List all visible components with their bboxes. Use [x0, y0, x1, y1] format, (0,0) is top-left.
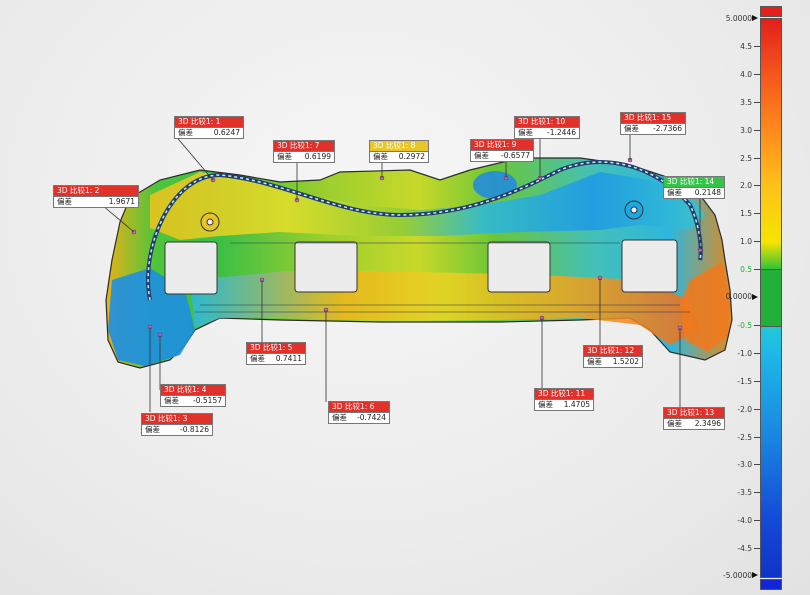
scale-tick-mark: [754, 352, 760, 354]
callout-6-deviation: 偏差-0.7424: [328, 412, 390, 424]
scale-tick-mark: [754, 101, 760, 103]
scale-zero-arrow-icon[interactable]: [752, 294, 758, 300]
scale-tick-mark: [754, 436, 760, 438]
scale-zero-label: 0.0000: [725, 292, 752, 301]
scale-tick-mark: [754, 548, 760, 550]
scale-tick-label: -2.5: [737, 432, 752, 442]
scale-bottom-label: -5.0000: [723, 571, 752, 580]
scale-tick-mark: [754, 269, 760, 271]
callout-15[interactable]: 3D 比较1: 15 偏差-2.7366: [620, 112, 686, 135]
scale-tick-label: -3.0: [737, 460, 752, 470]
callout-3[interactable]: 3D 比较1: 3 偏差-0.8126: [141, 413, 213, 436]
scale-tick-label: -4.0: [737, 516, 752, 526]
scale-tick-mark: [754, 520, 760, 522]
scale-bottom-arrow-icon[interactable]: [752, 572, 758, 578]
callout-11-title: 3D 比较1: 11: [534, 388, 594, 399]
scale-tick-mark: [754, 324, 760, 326]
callout-8-title: 3D 比较1: 8: [369, 140, 429, 151]
scale-top-label: 5.0000: [725, 14, 752, 23]
callout-2-title: 3D 比较1: 2: [53, 185, 139, 196]
scale-tick-mark: [754, 185, 760, 187]
scale-tick-label: -1.0: [737, 348, 752, 358]
scale-tick-label: 0.5: [740, 265, 752, 275]
callout-9-deviation: 偏差-0.6577: [470, 150, 534, 162]
callout-4[interactable]: 3D 比较1: 4 偏差-0.5157: [160, 384, 226, 407]
scale-min-cap[interactable]: [760, 579, 782, 590]
scale-tick-label: -2.0: [737, 404, 752, 414]
callout-4-title: 3D 比较1: 4: [160, 384, 226, 395]
scale-tick-mark: [754, 464, 760, 466]
scale-tick-label: -3.5: [737, 488, 752, 498]
scale-tick-mark: [754, 492, 760, 494]
scale-tick-label: 2.0: [740, 181, 752, 191]
callout-10-deviation: 偏差-1.2446: [514, 127, 580, 139]
scale-tick-mark: [754, 157, 760, 159]
callout-7-title: 3D 比较1: 7: [273, 140, 335, 151]
callout-1-title: 3D 比较1: 1: [174, 116, 244, 127]
scale-tick-mark: [754, 129, 760, 131]
callout-14-title: 3D 比较1: 14: [663, 176, 725, 187]
scale-max-cap[interactable]: [760, 6, 782, 17]
scale-tick-label: 4.5: [740, 41, 752, 51]
scale-tick-mark: [754, 73, 760, 75]
scale-tick-mark: [754, 380, 760, 382]
scale-tick-label: 1.0: [740, 237, 752, 247]
scale-tick-mark: [754, 213, 760, 215]
scale-tick-mark: [754, 45, 760, 47]
scale-tolerance-band: [760, 269, 782, 327]
callout-5-title: 3D 比较1: 5: [246, 342, 306, 353]
callout-6[interactable]: 3D 比较1: 6 偏差-0.7424: [328, 401, 390, 424]
callout-15-deviation: 偏差-2.7366: [620, 123, 686, 135]
scale-tick-label: 4.0: [740, 69, 752, 79]
callout-9[interactable]: 3D 比较1: 9 偏差-0.6577: [470, 139, 534, 162]
callout-12-title: 3D 比较1: 12: [583, 345, 643, 356]
callout-13-title: 3D 比较1: 13: [663, 407, 725, 418]
scale-tick-mark: [754, 408, 760, 410]
callout-4-deviation: 偏差-0.5157: [160, 395, 226, 407]
scale-tick-label: 2.5: [740, 153, 752, 163]
scale-top-arrow-icon[interactable]: [752, 15, 758, 21]
callout-6-title: 3D 比较1: 6: [328, 401, 390, 412]
scale-tick-label: -0.5: [737, 320, 752, 330]
scale-tick-mark: [754, 241, 760, 243]
callout-9-title: 3D 比较1: 9: [470, 139, 534, 150]
callout-10[interactable]: 3D 比较1: 10 偏差-1.2446: [514, 116, 580, 139]
scale-tick-label: 1.5: [740, 209, 752, 219]
scale-tick-label: -1.5: [737, 376, 752, 386]
callout-3-title: 3D 比较1: 3: [141, 413, 213, 424]
callout-15-title: 3D 比较1: 15: [620, 112, 686, 123]
scale-tick-label: 3.5: [740, 97, 752, 107]
scale-tick-label: 3.0: [740, 125, 752, 135]
scale-tick-label: -4.5: [737, 544, 752, 554]
callout-10-title: 3D 比较1: 10: [514, 116, 580, 127]
callout-3-deviation: 偏差-0.8126: [141, 424, 213, 436]
